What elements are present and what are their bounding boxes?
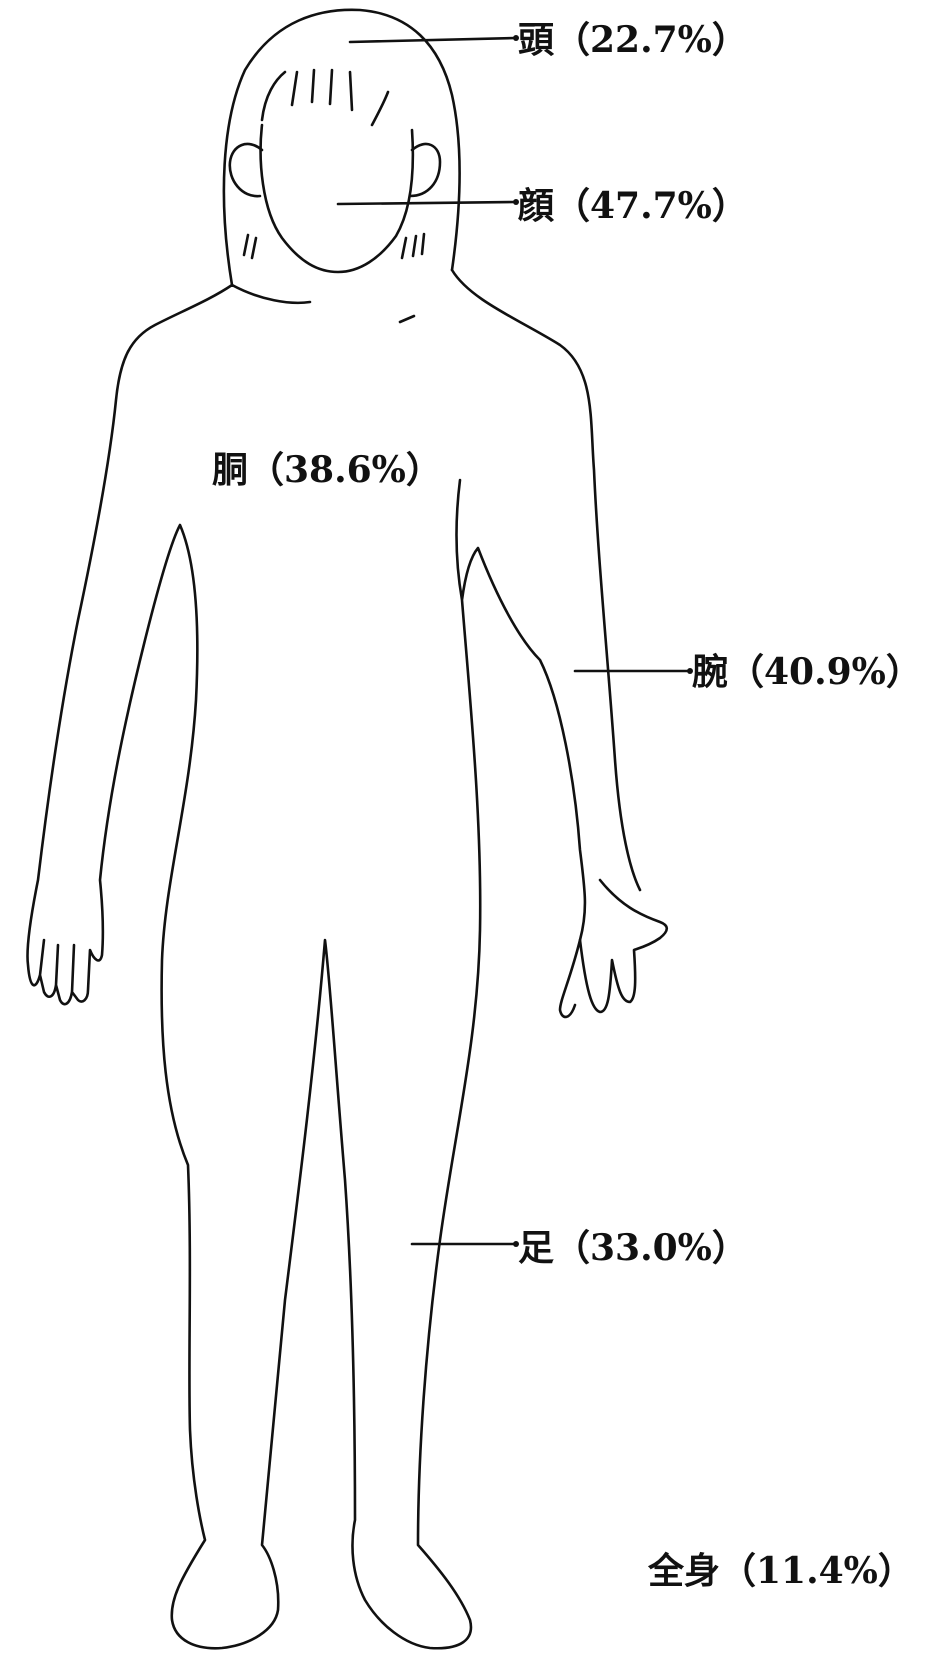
right-hand [580,880,667,1012]
right-arm-outer [452,270,640,890]
left-ear [230,144,262,196]
hair-strands-low [244,234,424,258]
label-whole-body: 全身（11.4%） [648,1553,914,1589]
collar-mark [400,316,414,322]
leader-line-head [350,38,516,42]
label-face: 顔（47.7%） [518,188,748,224]
label-torso: 胴（38.6%） [212,452,442,488]
label-arm: 腕（40.9%） [692,654,922,690]
face-outline [261,125,413,272]
leader-line-face [338,202,516,204]
label-head: 頭（22.7%） [518,22,748,58]
label-leg: 足（33.0%） [518,1230,748,1266]
right-ear [410,144,440,196]
bangs-strands [262,70,388,125]
